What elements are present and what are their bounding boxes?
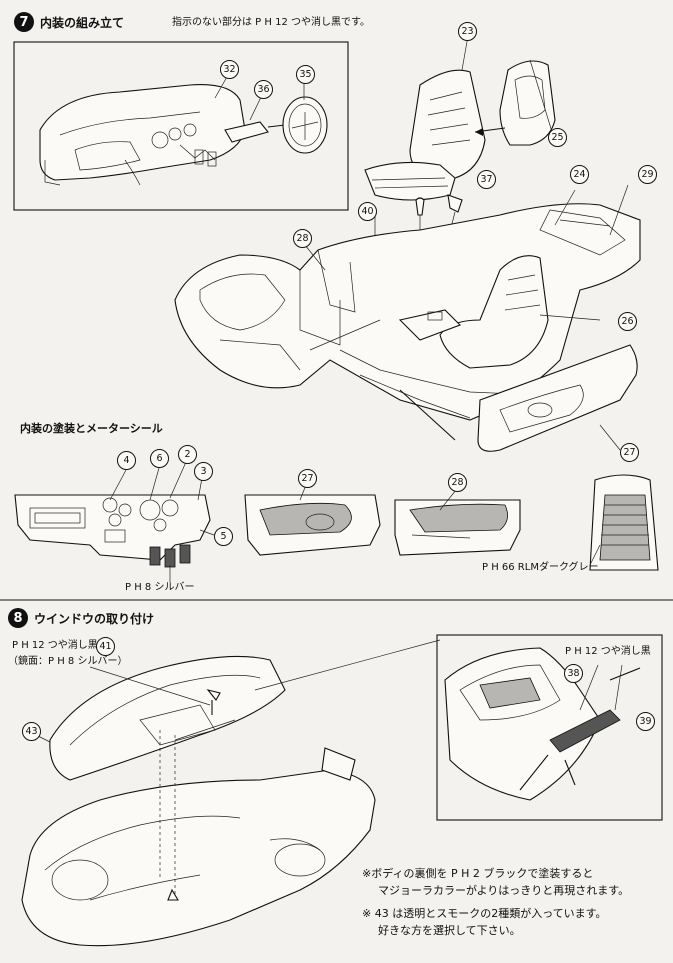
mirror-paint-label: （鏡面：P H 8 シルバー） (8, 656, 128, 667)
window-paint-label: P H 12 つや消し黒 (12, 640, 98, 651)
rlm-paint-label: P H 66 RLMダークグレー (482, 562, 599, 573)
inset-paint-label: P H 12 つや消し黒 (565, 646, 651, 657)
dashboard-part (39, 84, 246, 181)
body-part (21, 769, 376, 947)
paint-subheading: 内装の塗装とメーターシール (20, 422, 163, 435)
step7-title: 内装の組み立て (40, 16, 125, 30)
part-number: 25 (548, 128, 567, 147)
part-number: 6 (150, 449, 169, 468)
part-number: 43 (22, 722, 41, 741)
part-number: 38 (564, 664, 583, 683)
step7-number: 7 (14, 12, 34, 32)
part-number: 3 (194, 462, 213, 481)
door-panel-part (477, 344, 638, 452)
part-number: 39 (636, 712, 655, 731)
step7-paint-note: 指示のない部分は P H 12 つや消し黒です。 (172, 17, 370, 28)
part-number: 36 (254, 80, 273, 99)
part-number: 26 (618, 312, 637, 331)
seat-shell-part (499, 60, 556, 146)
part-number: 32 (220, 60, 239, 79)
note-line: 好きな方を選択して下さい。 (378, 924, 521, 937)
window-part (49, 655, 286, 781)
part-number: 2 (178, 445, 197, 464)
note-line: マジョーラカラーがよりはっきりと再現されます。 (378, 884, 630, 897)
dashboard-frame (13, 41, 349, 211)
part-number: 37 (477, 170, 496, 189)
silver-paint-label: P H 8 シルバー (125, 582, 195, 593)
detail-inset-frame (436, 634, 663, 821)
note-line: ※ボディの裏側を P H 2 ブラックで塗装すると (362, 867, 594, 880)
step8-title: ウインドウの取り付け (34, 612, 155, 626)
step8-number: 8 (8, 608, 28, 628)
part-number: 35 (296, 65, 315, 84)
part-number: 28 (448, 473, 467, 492)
part-number: 29 (638, 165, 657, 184)
note-line: ※ 43 は透明とスモークの2種類が入っています。 (362, 907, 607, 920)
part-number: 40 (358, 202, 377, 221)
part-number: 41 (96, 637, 115, 656)
part-number: 5 (214, 527, 233, 546)
part-number: 28 (293, 229, 312, 248)
part-number: 27 (620, 443, 639, 462)
part-number: 24 (570, 165, 589, 184)
part-number: 23 (458, 22, 477, 41)
part-number: 27 (298, 469, 317, 488)
part-number: 4 (117, 451, 136, 470)
